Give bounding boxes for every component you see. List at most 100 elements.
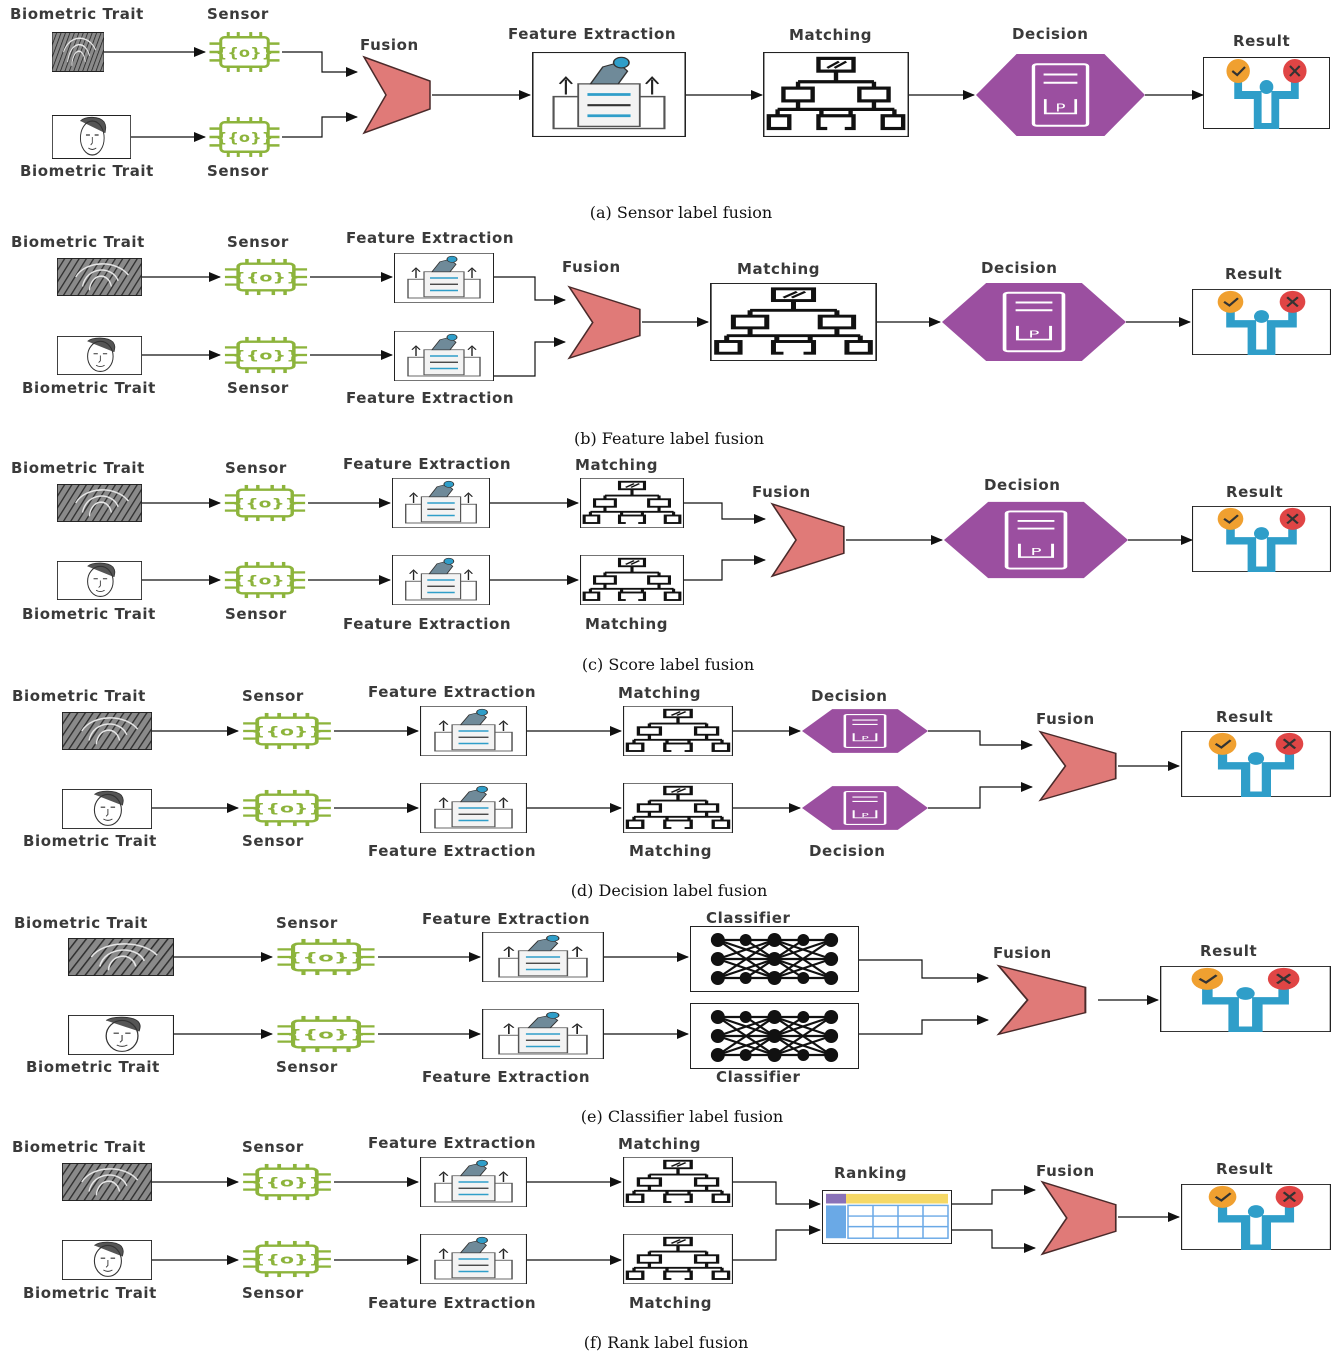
sensor-label: Sensor xyxy=(225,605,287,623)
classifier-network-icon xyxy=(690,926,859,992)
feature-extraction-icon xyxy=(482,932,604,982)
sensor-label: Sensor xyxy=(207,162,269,180)
biometric-trait-label: Biometric Trait xyxy=(22,379,156,397)
matching-label: Matching xyxy=(629,842,712,860)
biometric-trait-label: Biometric Trait xyxy=(11,459,145,477)
decision-server-icon xyxy=(942,281,1126,363)
ranking-label: Ranking xyxy=(834,1164,907,1182)
feature-extraction-icon xyxy=(532,52,686,137)
biometric-trait-label: Biometric Trait xyxy=(22,605,156,623)
fingerprint-icon xyxy=(52,32,104,72)
fusion-label: Fusion xyxy=(993,944,1052,962)
classifier-network-icon xyxy=(690,1003,859,1069)
fingerprint-icon xyxy=(57,258,142,296)
face-icon xyxy=(57,561,142,600)
matching-tree-icon xyxy=(580,478,684,528)
biometric-trait-label: Biometric Trait xyxy=(20,162,154,180)
result-person-icon xyxy=(1161,966,1331,1031)
feature-extraction-label: Feature Extraction xyxy=(422,1068,590,1086)
face-icon xyxy=(57,336,142,375)
biometric-trait-label: Biometric Trait xyxy=(14,914,148,932)
fingerprint-icon xyxy=(62,712,152,750)
decision-label: Decision xyxy=(981,259,1058,277)
decision-label: Decision xyxy=(809,842,886,860)
matching-label: Matching xyxy=(789,26,872,44)
classifier-label: Classifier xyxy=(716,1068,801,1086)
feature-extraction-label: Feature Extraction xyxy=(508,25,676,43)
matching-label: Matching xyxy=(618,1135,701,1153)
sensor-label: Sensor xyxy=(225,459,287,477)
result-person-icon xyxy=(1203,58,1329,129)
result-label: Result xyxy=(1225,265,1282,283)
sensor-chip-icon xyxy=(223,484,307,522)
feature-extraction-label: Feature Extraction xyxy=(346,229,514,247)
biometric-trait-label: Biometric Trait xyxy=(23,832,157,850)
feature-extraction-icon xyxy=(392,555,490,605)
biometric-trait-label: Biometric Trait xyxy=(12,687,146,705)
fusion-icon xyxy=(568,286,641,359)
feature-extraction-icon xyxy=(420,1157,527,1207)
matching-tree-icon xyxy=(711,283,876,360)
feature-extraction-icon xyxy=(420,783,527,833)
result-label: Result xyxy=(1233,32,1290,50)
result-person-icon xyxy=(1182,1184,1331,1249)
result-person-icon xyxy=(1193,506,1331,571)
feature-extraction-label: Feature Extraction xyxy=(346,389,514,407)
biometric-trait-label: Biometric Trait xyxy=(10,5,144,23)
matching-tree-icon xyxy=(580,555,684,605)
sensor-label: Sensor xyxy=(276,1058,338,1076)
feature-extraction-icon xyxy=(482,1009,604,1059)
decision-server-icon xyxy=(802,708,928,754)
decision-server-icon xyxy=(802,785,928,831)
matching-tree-icon xyxy=(623,1157,733,1207)
feature-extraction-label: Feature Extraction xyxy=(368,683,536,701)
fusion-icon xyxy=(1041,1181,1117,1255)
decision-label: Decision xyxy=(1012,25,1089,43)
sensor-chip-icon xyxy=(241,789,333,827)
result-person-icon xyxy=(1193,289,1331,354)
sensor-chip-icon xyxy=(208,31,281,73)
feature-extraction-label: Feature Extraction xyxy=(368,842,536,860)
feature-extraction-label: Feature Extraction xyxy=(368,1294,536,1312)
feature-extraction-icon xyxy=(392,478,490,528)
sensor-label: Sensor xyxy=(242,687,304,705)
ranking-table-icon xyxy=(822,1190,952,1244)
caption-b: (b) Feature label fusion xyxy=(574,429,764,448)
sensor-label: Sensor xyxy=(242,832,304,850)
feature-extraction-label: Feature Extraction xyxy=(343,615,511,633)
caption-f: (f) Rank label fusion xyxy=(584,1333,749,1352)
feature-extraction-icon xyxy=(394,331,494,381)
face-icon xyxy=(52,115,131,159)
biometric-trait-label: Biometric Trait xyxy=(23,1284,157,1302)
decision-server-icon xyxy=(976,52,1145,138)
feature-extraction-icon xyxy=(394,253,494,303)
sensor-chip-icon xyxy=(241,1240,333,1278)
connector-arrows xyxy=(104,47,1204,1265)
fusion-icon xyxy=(1039,730,1117,802)
fusion-label: Fusion xyxy=(752,483,811,501)
matching-tree-icon xyxy=(623,1234,733,1284)
decision-label: Decision xyxy=(984,476,1061,494)
fingerprint-icon xyxy=(57,484,142,522)
sensor-chip-icon xyxy=(241,712,333,750)
caption-d: (d) Decision label fusion xyxy=(571,881,768,900)
caption-a: (a) Sensor label fusion xyxy=(590,203,772,222)
result-person-icon xyxy=(1182,731,1331,796)
fingerprint-icon xyxy=(68,938,174,976)
fusion-label: Fusion xyxy=(1036,710,1095,728)
matching-label: Matching xyxy=(737,260,820,278)
sensor-label: Sensor xyxy=(276,914,338,932)
caption-c: (c) Score label fusion xyxy=(582,655,754,674)
result-label: Result xyxy=(1226,483,1283,501)
face-icon xyxy=(68,1015,174,1055)
biometric-trait-label: Biometric Trait xyxy=(26,1058,160,1076)
sensor-chip-icon xyxy=(208,116,281,158)
fusion-icon xyxy=(363,56,431,134)
result-label: Result xyxy=(1216,708,1273,726)
caption-e: (e) Classifier label fusion xyxy=(581,1107,783,1126)
feature-extraction-label: Feature Extraction xyxy=(368,1134,536,1152)
sensor-chip-icon xyxy=(223,561,307,599)
sensor-chip-icon xyxy=(277,1016,374,1052)
decision-server-icon xyxy=(944,500,1128,580)
result-label: Result xyxy=(1216,1160,1273,1178)
